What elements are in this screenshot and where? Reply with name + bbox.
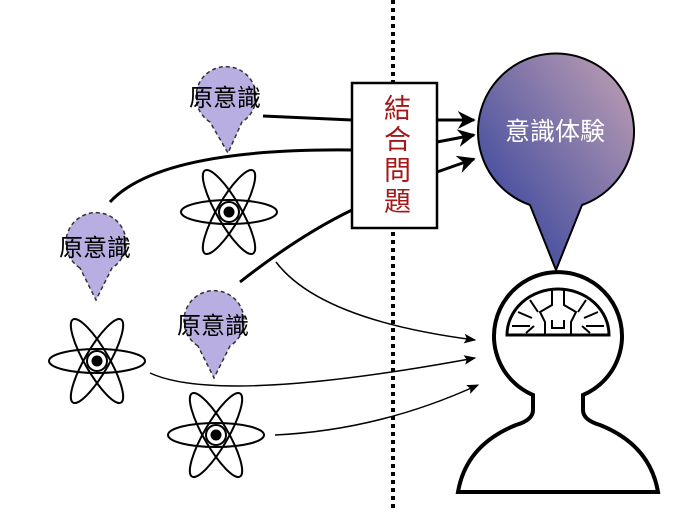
arrow — [436, 155, 476, 174]
proto-label: 原意識 — [177, 312, 249, 340]
proto-label: 原意識 — [189, 84, 261, 112]
proto-label: 原意識 — [59, 234, 131, 262]
connector-line — [262, 114, 353, 122]
binding-problem-label: 結合問題 — [379, 93, 410, 218]
atom-icon — [48, 312, 146, 410]
thin-arrow — [274, 384, 480, 436]
thin-arrow — [275, 261, 477, 344]
proto-bubble: 原意識 — [189, 65, 261, 155]
thin-arrow — [149, 355, 477, 387]
proto-bubble: 原意識 — [59, 211, 131, 302]
brain-icon — [505, 287, 611, 337]
binding-problem-box — [350, 81, 439, 230]
connector-line — [239, 208, 353, 284]
connector-line — [108, 148, 353, 204]
atom-icon — [167, 386, 265, 484]
experience-label: 意識体験 — [505, 117, 605, 146]
proto-bubble: 原意識 — [177, 289, 249, 380]
arrow — [436, 129, 476, 147]
atom-icon — [180, 163, 278, 261]
binding-problem-label-wrap: 結合問題 — [352, 83, 437, 228]
experience-bubble: 意識体験 — [477, 52, 635, 273]
